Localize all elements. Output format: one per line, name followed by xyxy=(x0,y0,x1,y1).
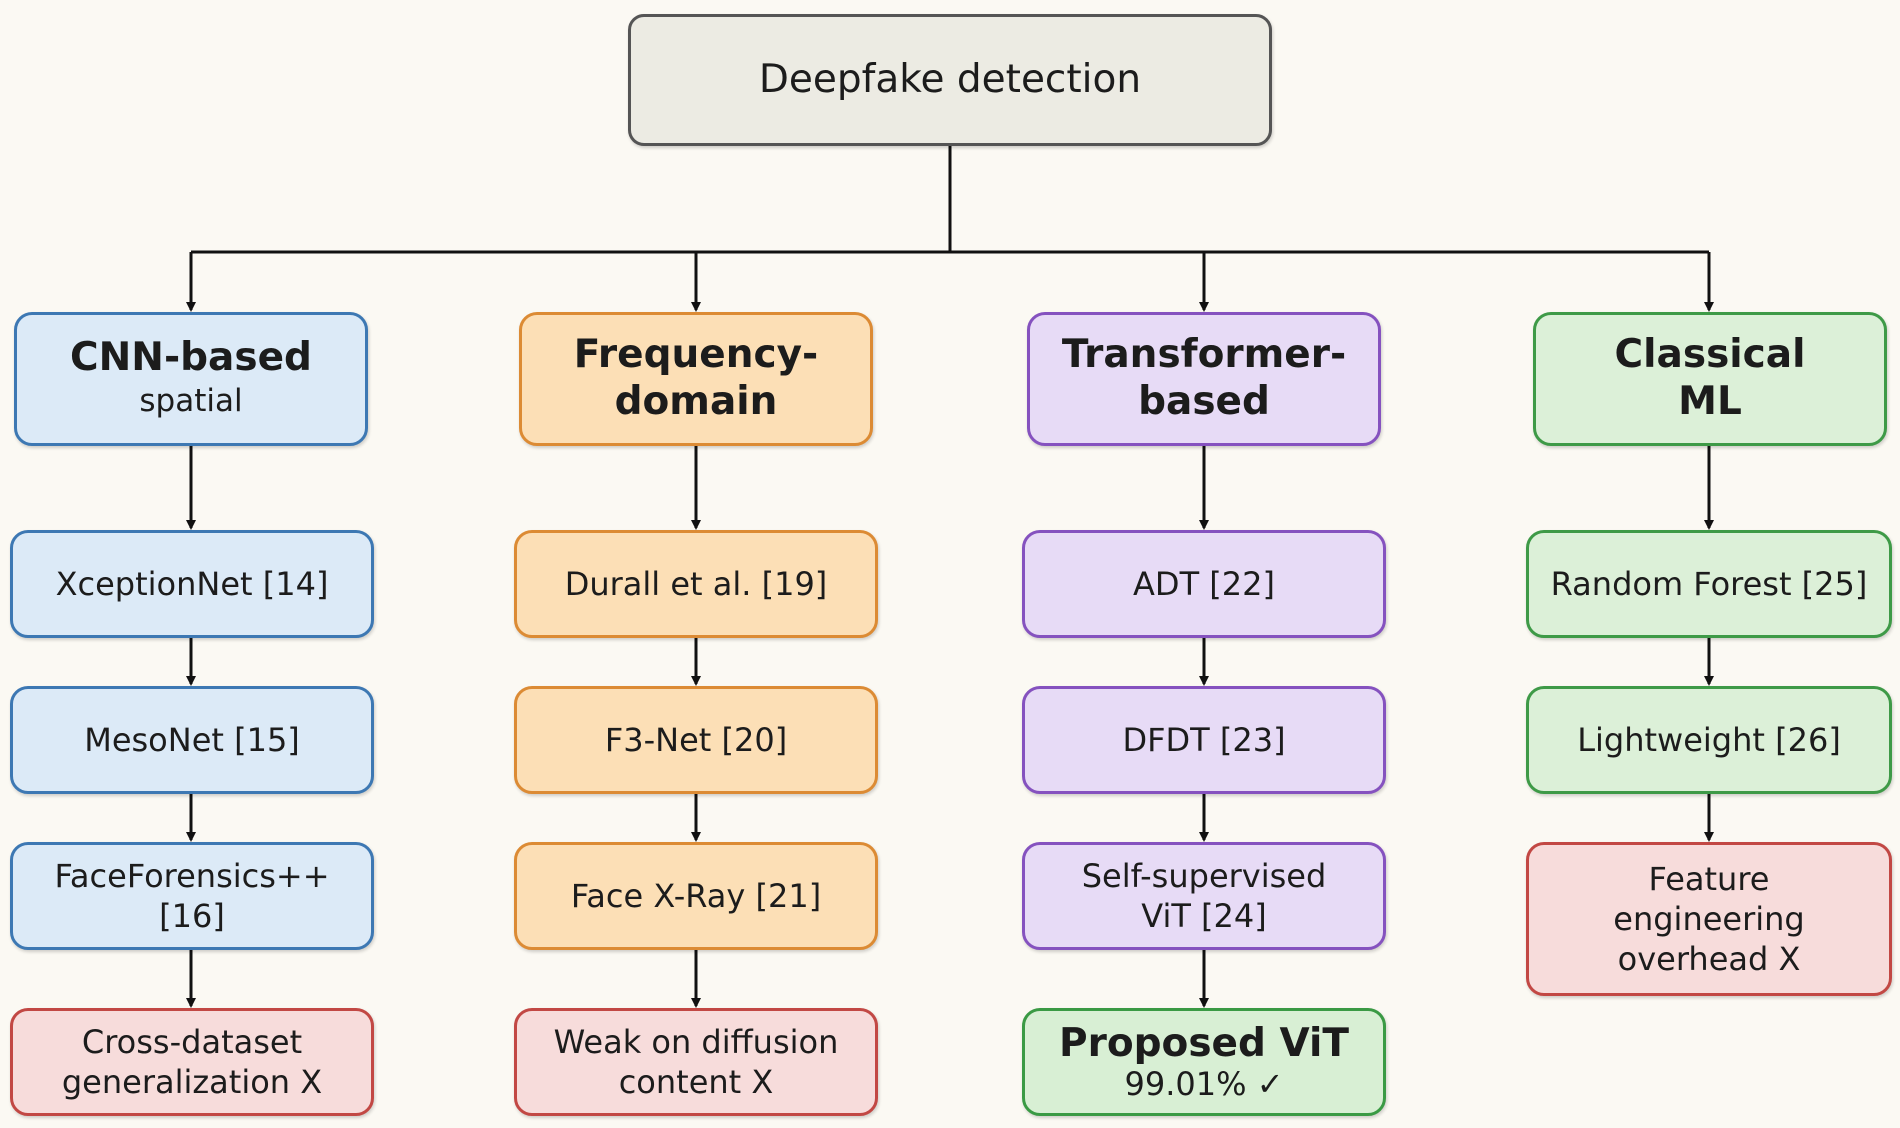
limitation-feature-engineering: Feature engineering overhead X xyxy=(1526,842,1892,996)
method-lightweight: Lightweight [26] xyxy=(1526,686,1892,794)
category-classical-ml: Classical ML xyxy=(1533,312,1887,446)
method-label: Face X-Ray [21] xyxy=(570,877,822,915)
category-transformer-based: Transformer- based xyxy=(1027,312,1381,446)
limitation-label: content X xyxy=(618,1063,774,1101)
method-label: Lightweight [26] xyxy=(1577,721,1841,759)
method-random-forest: Random Forest [25] xyxy=(1526,530,1892,638)
method-label: F3-Net [20] xyxy=(604,721,788,759)
result-title: Proposed ViT xyxy=(1059,1020,1349,1066)
category-title: Frequency- xyxy=(573,332,819,378)
method-label: ADT [22] xyxy=(1133,565,1275,603)
method-label: XceptionNet [14] xyxy=(55,565,329,603)
method-face-x-ray: Face X-Ray [21] xyxy=(514,842,878,950)
category-cnn-based: CNN-based spatial xyxy=(14,312,368,446)
method-label: Self-supervised xyxy=(1081,857,1327,895)
result-score: 99.01% ✓ xyxy=(1124,1064,1284,1103)
method-label: MesoNet [15] xyxy=(84,721,300,759)
category-title: Classical xyxy=(1614,332,1806,378)
category-subtitle: spatial xyxy=(139,383,243,420)
category-frequency-domain: Frequency- domain xyxy=(519,312,873,446)
limitation-label: Weak on diffusion xyxy=(553,1023,839,1061)
limitation-label: Feature xyxy=(1648,860,1770,898)
method-durall: Durall et al. [19] xyxy=(514,530,878,638)
limitation-cross-dataset: Cross-dataset generalization X xyxy=(10,1008,374,1116)
root-node: Deepfake detection xyxy=(628,14,1272,146)
method-label: ViT [24] xyxy=(1141,897,1267,935)
root-label: Deepfake detection xyxy=(758,56,1142,102)
category-title: domain xyxy=(614,379,778,424)
category-title: based xyxy=(1138,379,1270,424)
method-label: FaceForensics++ xyxy=(54,857,330,895)
method-mesonet: MesoNet [15] xyxy=(10,686,374,794)
method-label: DFDT [23] xyxy=(1122,721,1286,759)
method-label: Durall et al. [19] xyxy=(564,565,828,603)
result-proposed-vit: Proposed ViT 99.01% ✓ xyxy=(1022,1008,1386,1116)
category-title: ML xyxy=(1678,379,1742,424)
method-label: Random Forest [25] xyxy=(1550,565,1868,603)
limitation-label: engineering xyxy=(1613,900,1805,938)
method-xceptionnet: XceptionNet [14] xyxy=(10,530,374,638)
category-title: Transformer- xyxy=(1061,332,1347,378)
category-title: CNN-based xyxy=(70,334,312,380)
limitation-weak-diffusion: Weak on diffusion content X xyxy=(514,1008,878,1116)
method-self-supervised-vit: Self-supervised ViT [24] xyxy=(1022,842,1386,950)
method-f3-net: F3-Net [20] xyxy=(514,686,878,794)
limitation-label: overhead X xyxy=(1617,940,1801,978)
method-faceforensics: FaceForensics++ [16] xyxy=(10,842,374,950)
limitation-label: generalization X xyxy=(61,1063,323,1101)
method-label: [16] xyxy=(159,897,225,935)
method-adt: ADT [22] xyxy=(1022,530,1386,638)
method-dfdt: DFDT [23] xyxy=(1022,686,1386,794)
limitation-label: Cross-dataset xyxy=(81,1023,303,1061)
